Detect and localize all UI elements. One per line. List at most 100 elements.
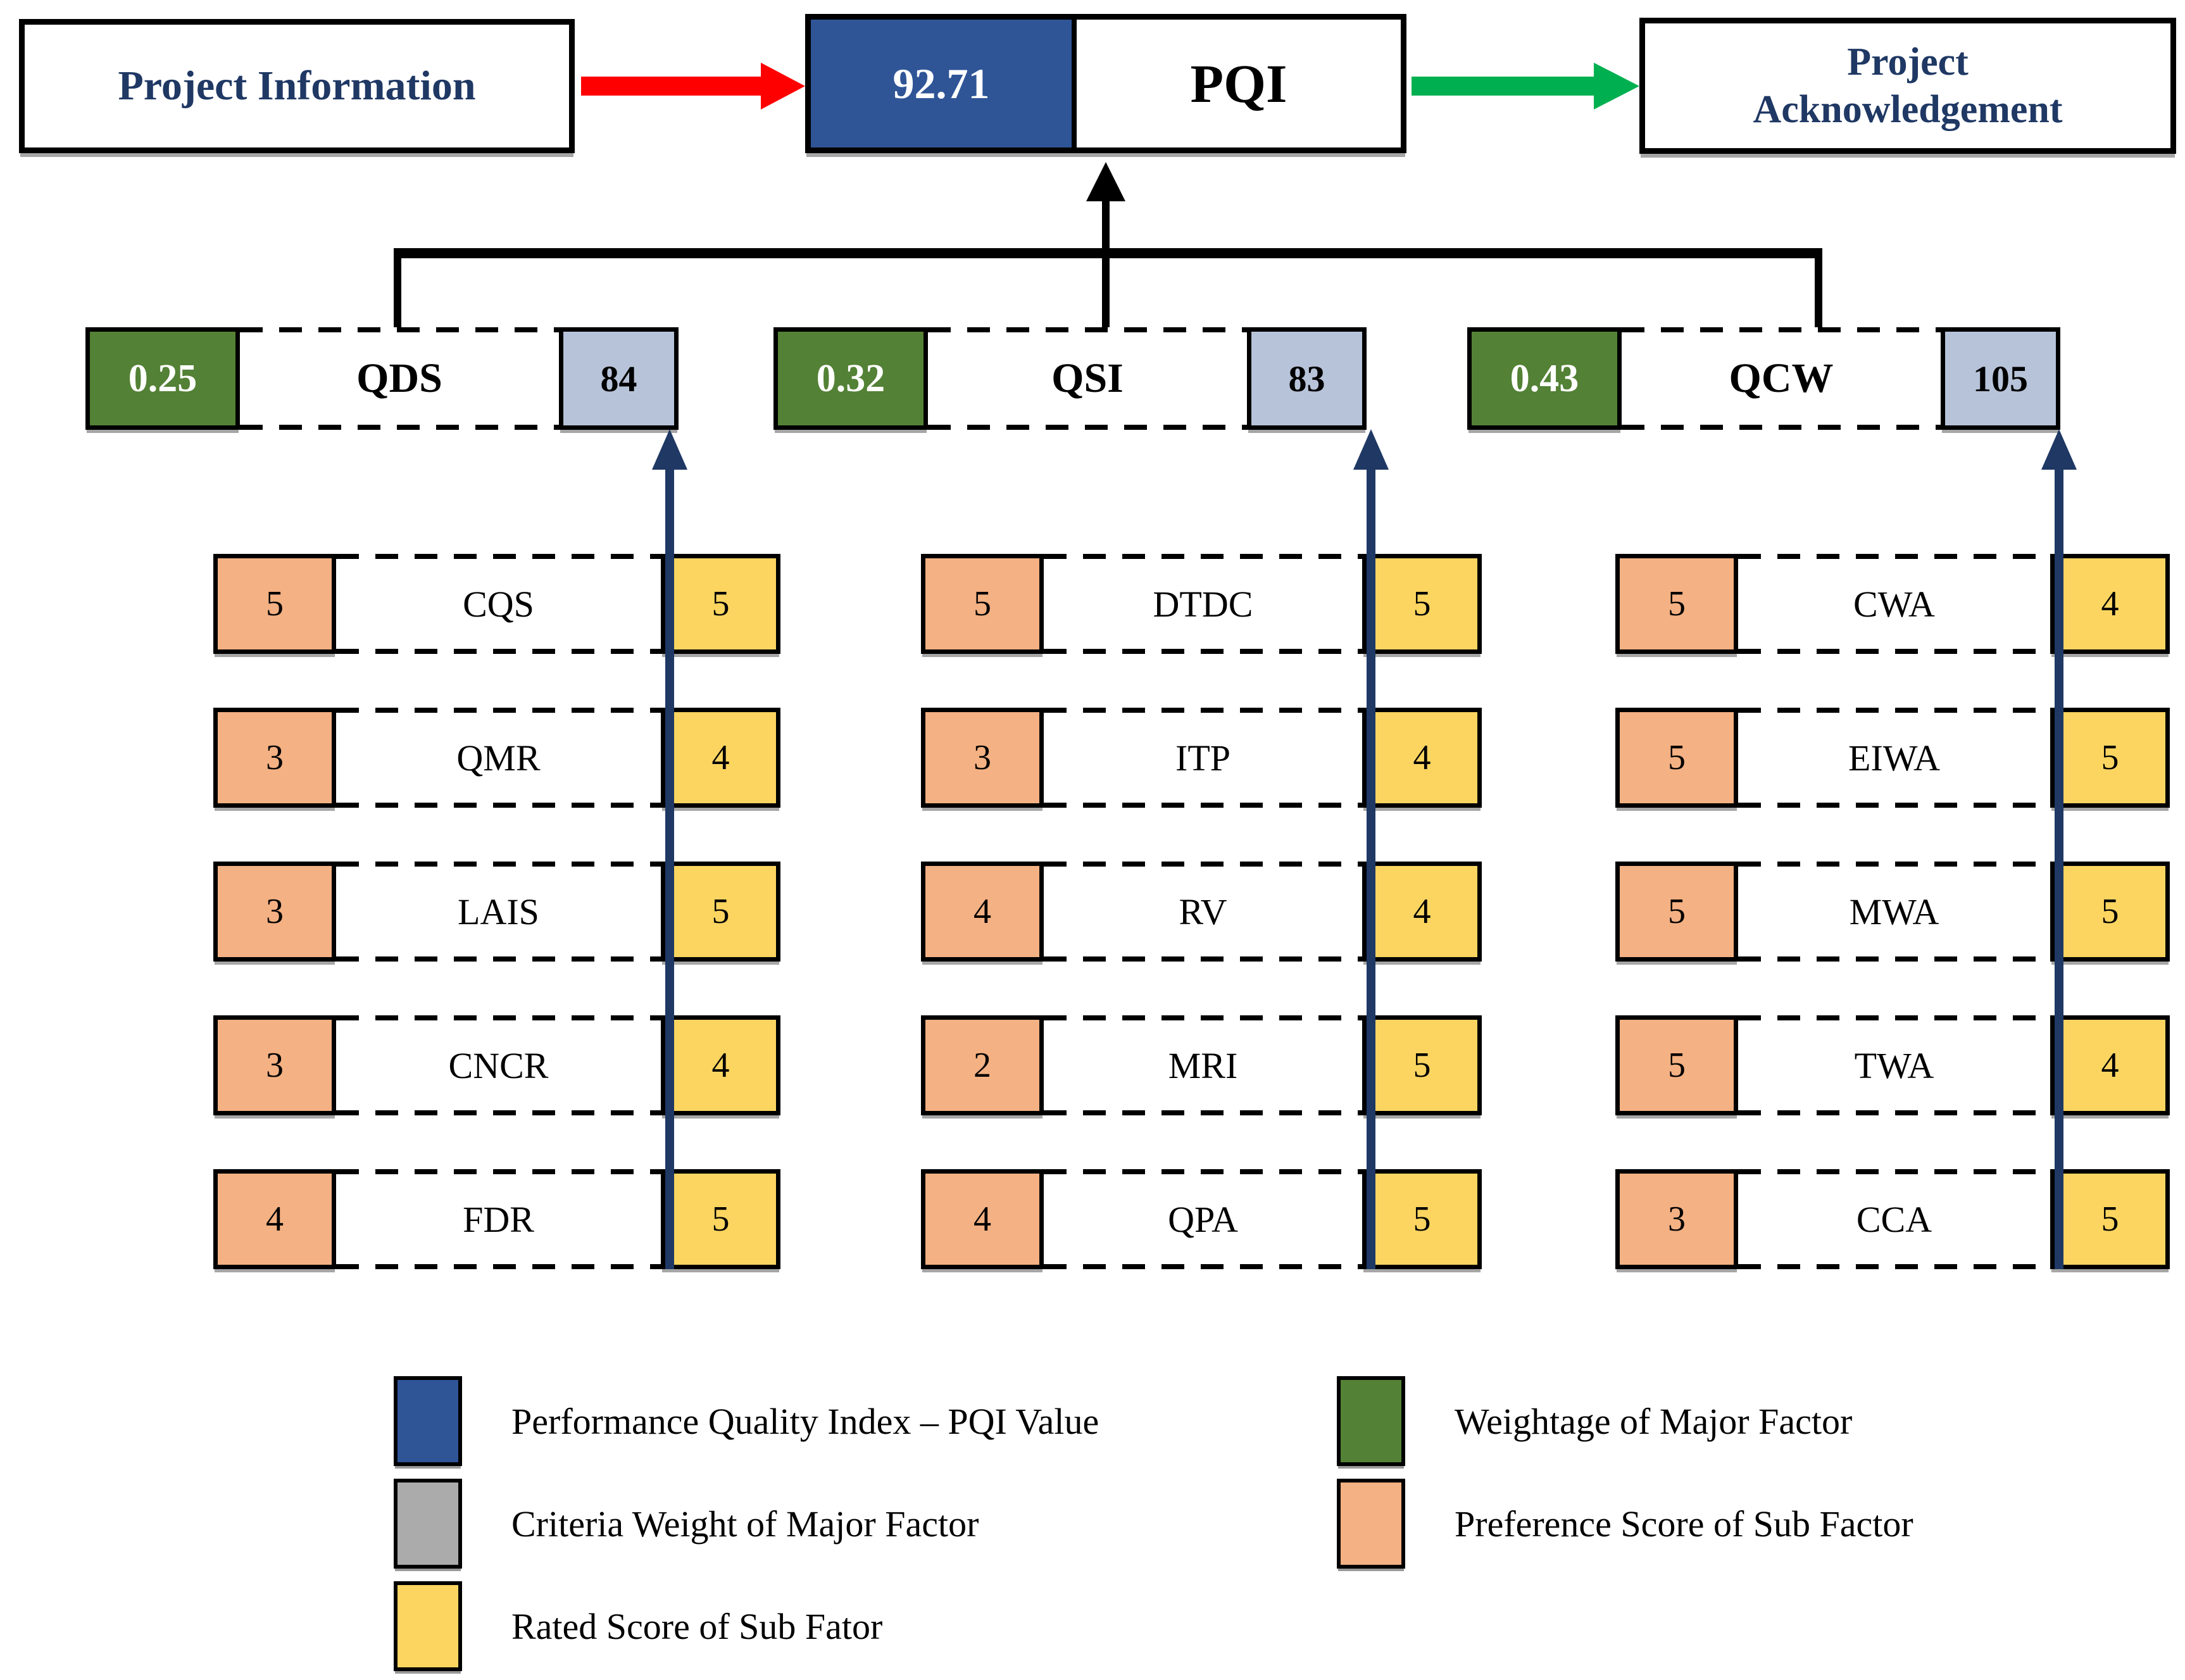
connector-drop-center bbox=[1102, 256, 1110, 327]
rated-score-box: 5 bbox=[1362, 1015, 1482, 1115]
arrow-shaft bbox=[665, 470, 674, 1269]
rated-score-box: 4 bbox=[2050, 554, 2170, 654]
sub-factor-row: 5 EIWA 5 bbox=[1615, 708, 2170, 808]
sub-factor-row: 5 DTDC 5 bbox=[921, 554, 1482, 654]
connector-drop-right bbox=[1815, 256, 1822, 327]
preference-score-box: 3 bbox=[213, 862, 336, 962]
rated-score-box: 5 bbox=[661, 862, 780, 962]
rated-score-box: 5 bbox=[661, 1169, 780, 1269]
sub-factor-code: MRI bbox=[1168, 1044, 1238, 1086]
major-factor-row-qds: 0.25 QDS 84 bbox=[85, 327, 679, 430]
major-factor-code: QDS bbox=[356, 355, 442, 401]
rated-score-box: 4 bbox=[1362, 708, 1482, 808]
rated-score-box: 5 bbox=[661, 554, 780, 654]
rated-score-box: 4 bbox=[2050, 1015, 2170, 1115]
legend-swatch-pqi-blue bbox=[394, 1376, 462, 1466]
green-arrow bbox=[1412, 77, 1594, 96]
preference-score-box: 3 bbox=[921, 708, 1044, 808]
criteria-weight-box: 84 bbox=[559, 327, 679, 430]
sub-factor-row: 5 MWA 5 bbox=[1615, 862, 2170, 962]
connector-drop-left bbox=[394, 256, 401, 327]
sub-factor-code: MWA bbox=[1849, 891, 1939, 932]
legend-label: Criteria Weight of Major Factor bbox=[511, 1503, 979, 1545]
arrow-shaft bbox=[1367, 470, 1375, 1269]
factor-weight-box: 0.43 bbox=[1467, 327, 1622, 430]
connector-horizontal-line bbox=[394, 248, 1822, 258]
major-factor-row-qcw: 0.43 QCW 105 bbox=[1467, 327, 2060, 430]
legend-swatch-yellow bbox=[394, 1581, 462, 1671]
preference-score-box: 4 bbox=[921, 1169, 1044, 1269]
project-information-label: Project Information bbox=[118, 63, 476, 109]
sub-factor-code: EIWA bbox=[1848, 737, 1940, 779]
sub-factor-row: 3 ITP 4 bbox=[921, 708, 1482, 808]
preference-score-box: 3 bbox=[1615, 1169, 1738, 1269]
pqi-value-box: 92.71 bbox=[811, 20, 1077, 147]
sub-factor-row: 3 QMR 4 bbox=[213, 708, 780, 808]
green-arrow-head-icon bbox=[1594, 63, 1639, 110]
major-factor-code: QCW bbox=[1729, 355, 1834, 401]
sub-factor-row: 3 CNCR 4 bbox=[213, 1015, 780, 1115]
sub-factor-code: TWA bbox=[1854, 1044, 1934, 1086]
preference-score-box: 3 bbox=[213, 1015, 336, 1115]
legend-swatch-grey bbox=[394, 1479, 462, 1569]
major-factor-row-qsi: 0.32 QSI 83 bbox=[773, 327, 1367, 430]
factor-weight-box: 0.32 bbox=[773, 327, 928, 430]
pqi-box: 92.71 PQI bbox=[805, 14, 1406, 153]
sub-factor-code: CWA bbox=[1853, 583, 1935, 625]
project-acknowledgement-label: Project Acknowledgement bbox=[1753, 41, 2063, 131]
preference-score-box: 3 bbox=[213, 708, 336, 808]
sub-factor-code: FDR bbox=[463, 1198, 534, 1240]
rated-score-box: 5 bbox=[1362, 554, 1482, 654]
sub-factor-row: 5 CWA 4 bbox=[1615, 554, 2170, 654]
legend-swatch-green bbox=[1337, 1376, 1405, 1466]
sub-factor-code: CNCR bbox=[448, 1044, 549, 1086]
arrow-head-icon bbox=[2041, 429, 2077, 470]
sub-factor-code: QMR bbox=[456, 737, 541, 779]
pqi-label: PQI bbox=[1190, 53, 1287, 114]
preference-score-box: 4 bbox=[213, 1169, 336, 1269]
up-arrow-head-icon bbox=[1086, 162, 1125, 201]
legend-label: Performance Quality Index – PQI Value bbox=[511, 1400, 1099, 1442]
legend-item-rated-score: Rated Score of Sub Fator bbox=[394, 1581, 883, 1671]
rated-score-box: 5 bbox=[1362, 1169, 1482, 1269]
sub-factor-code: CCA bbox=[1856, 1198, 1932, 1240]
sub-factor-code: DTDC bbox=[1153, 583, 1253, 625]
qcw-sum-arrow bbox=[2041, 429, 2077, 1269]
sub-factor-code: RV bbox=[1179, 891, 1227, 932]
legend-item-weightage: Weightage of Major Factor bbox=[1337, 1376, 1853, 1466]
legend-label: Weightage of Major Factor bbox=[1455, 1400, 1853, 1442]
project-acknowledgement-box: Project Acknowledgement bbox=[1639, 18, 2176, 154]
preference-score-box: 2 bbox=[921, 1015, 1044, 1115]
criteria-weight-box: 105 bbox=[1941, 327, 2060, 430]
preference-score-box: 5 bbox=[1615, 554, 1738, 654]
sub-factor-row: 2 MRI 5 bbox=[921, 1015, 1482, 1115]
red-arrow bbox=[581, 77, 761, 96]
red-arrow-head-icon bbox=[761, 63, 805, 110]
preference-score-box: 5 bbox=[1615, 708, 1738, 808]
qds-sum-arrow bbox=[652, 429, 687, 1269]
preference-score-box: 5 bbox=[213, 554, 336, 654]
factor-weight-box: 0.25 bbox=[85, 327, 240, 430]
legend-label: Rated Score of Sub Fator bbox=[511, 1605, 883, 1647]
sub-factor-code: LAIS bbox=[458, 891, 539, 932]
preference-score-box: 5 bbox=[1615, 1015, 1738, 1115]
up-arrow-shaft bbox=[1102, 197, 1110, 256]
rated-score-box: 5 bbox=[2050, 1169, 2170, 1269]
rated-score-box: 4 bbox=[661, 1015, 780, 1115]
criteria-weight-box: 83 bbox=[1247, 327, 1367, 430]
rated-score-box: 4 bbox=[661, 708, 780, 808]
preference-score-box: 5 bbox=[921, 554, 1044, 654]
sub-factor-row: 4 FDR 5 bbox=[213, 1169, 780, 1269]
sub-factor-row: 3 CCA 5 bbox=[1615, 1169, 2170, 1269]
sub-factor-code: QPA bbox=[1168, 1198, 1238, 1240]
project-information-box: Project Information bbox=[19, 19, 575, 153]
sub-factor-row: 5 TWA 4 bbox=[1615, 1015, 2170, 1115]
sub-factor-code: ITP bbox=[1175, 737, 1230, 779]
legend-item-criteria-weight: Criteria Weight of Major Factor bbox=[394, 1479, 979, 1569]
sub-factor-row: 4 QPA 5 bbox=[921, 1169, 1482, 1269]
preference-score-box: 4 bbox=[921, 862, 1044, 962]
legend-label: Preference Score of Sub Factor bbox=[1455, 1503, 1913, 1545]
sub-factor-row: 3 LAIS 5 bbox=[213, 862, 780, 962]
arrow-head-icon bbox=[1353, 429, 1389, 470]
